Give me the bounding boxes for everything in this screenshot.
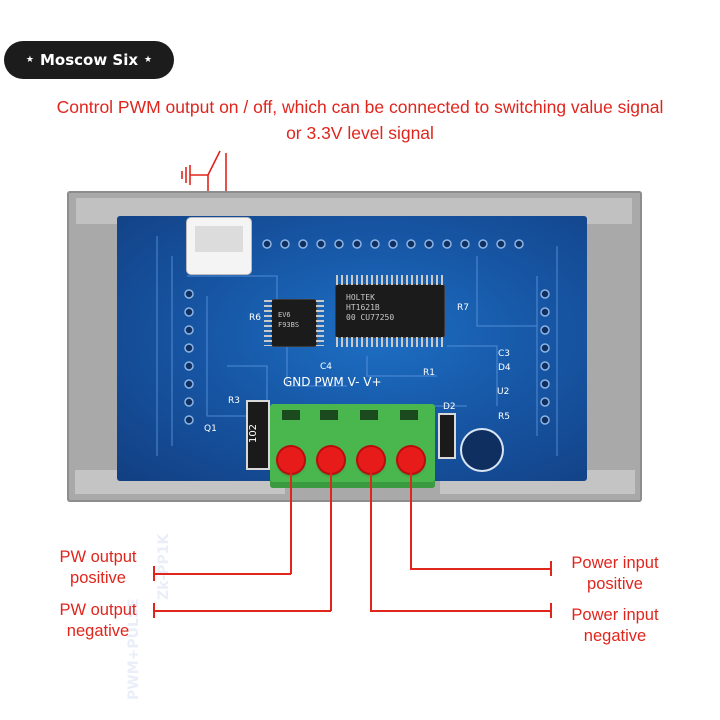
small-ic-chip: EV6 F93BS bbox=[272, 300, 316, 346]
callout-pw-pos-line2: positive bbox=[70, 569, 126, 587]
ref-c4: C4 bbox=[320, 362, 333, 372]
callout-pwr-neg-line1: Power input bbox=[571, 606, 659, 624]
brand-badge: ★ Moscow Six ★ bbox=[4, 41, 174, 79]
terminal-marker-pw-positive bbox=[278, 447, 304, 473]
leader-pw-neg-tick bbox=[153, 603, 155, 618]
small-ic-text: EV6 F93BS bbox=[278, 311, 300, 329]
board-name: PWM+PULSE bbox=[126, 598, 142, 700]
terminal-marker-power-positive bbox=[398, 447, 424, 473]
leader-pw-pos-vertical bbox=[290, 473, 292, 574]
callout-pw-pos-line1: PW output bbox=[59, 548, 137, 566]
brand-name: Moscow Six bbox=[39, 51, 139, 69]
main-ic-text: HOLTEK HT1621B 00 CU77250 bbox=[346, 293, 395, 322]
leader-pwr-pos-vertical bbox=[410, 473, 412, 569]
terminal-slot-2 bbox=[320, 410, 338, 420]
callout-power-input-negative: Power input negative bbox=[555, 605, 675, 647]
main-ic-chip: HOLTEK HT1621B 00 CU77250 bbox=[336, 285, 444, 337]
ref-d2: D2 bbox=[443, 402, 456, 412]
leader-pw-pos-horizontal bbox=[154, 573, 291, 575]
ref-r6: R6 bbox=[249, 313, 261, 323]
ref-r5: R5 bbox=[498, 412, 510, 422]
callout-pw-output-negative: PW output negative bbox=[40, 600, 156, 642]
callout-power-input-positive: Power input positive bbox=[555, 553, 675, 595]
terminal-slot-3 bbox=[360, 410, 378, 420]
leader-pwr-neg-horizontal bbox=[370, 610, 550, 612]
star-left-icon: ★ bbox=[25, 55, 34, 65]
callout-pwr-pos-line1: Power input bbox=[571, 554, 659, 572]
resistor-102: 102 bbox=[248, 402, 268, 468]
resistor-102-label: 102 bbox=[248, 423, 260, 444]
leader-pw-neg-vertical bbox=[330, 473, 332, 611]
ref-u2: U2 bbox=[497, 387, 510, 397]
star-right-icon: ★ bbox=[144, 55, 153, 65]
capacitor-c1 bbox=[462, 430, 502, 470]
small-ic-pins-left bbox=[264, 300, 272, 346]
board-model: Zk-PP1K bbox=[156, 533, 172, 600]
ref-d4: D4 bbox=[498, 363, 511, 373]
board-label-area: Zk-PP1K PWM+PULSE bbox=[116, 240, 172, 700]
callout-pw-output-positive: PW output positive bbox=[40, 547, 156, 589]
pcb-traces bbox=[156, 236, 558, 456]
terminal-marker-pw-negative bbox=[318, 447, 344, 473]
leader-pwr-pos-tick bbox=[550, 561, 552, 576]
ref-c3: C3 bbox=[498, 349, 511, 359]
ref-r3: R3 bbox=[228, 396, 240, 406]
diode-d2 bbox=[440, 415, 454, 457]
ref-r7: R7 bbox=[457, 303, 469, 313]
leader-pw-pos-tick bbox=[153, 566, 155, 581]
leader-pwr-neg-vertical bbox=[370, 473, 372, 611]
terminal-slot-1 bbox=[282, 410, 300, 420]
terminal-slot-4 bbox=[400, 410, 418, 420]
leader-pwr-neg-tick bbox=[550, 603, 552, 618]
main-ic-pins-bottom bbox=[336, 337, 444, 347]
leader-pwr-pos-horizontal bbox=[410, 568, 550, 570]
leader-pw-neg-horizontal bbox=[154, 610, 331, 612]
callout-pwr-pos-line2: positive bbox=[587, 575, 643, 593]
ref-r1: R1 bbox=[423, 368, 435, 378]
callout-pwr-neg-line2: negative bbox=[583, 627, 647, 645]
callout-pw-neg-line2: negative bbox=[66, 622, 130, 640]
callout-pw-neg-line1: PW output bbox=[59, 601, 137, 619]
main-ic-pins-top bbox=[336, 275, 444, 285]
caption-line-1: Control PWM output on / off, which can b… bbox=[56, 97, 664, 117]
terminal-marker-power-negative bbox=[358, 447, 384, 473]
small-ic-pins-right bbox=[316, 300, 324, 346]
jst-connector-socket bbox=[195, 226, 243, 252]
caption-line-2: or 3.3V level signal bbox=[286, 123, 434, 143]
terminal-pin-labels: GND PWM V- V+ bbox=[283, 375, 382, 389]
ref-q1: Q1 bbox=[204, 424, 217, 434]
